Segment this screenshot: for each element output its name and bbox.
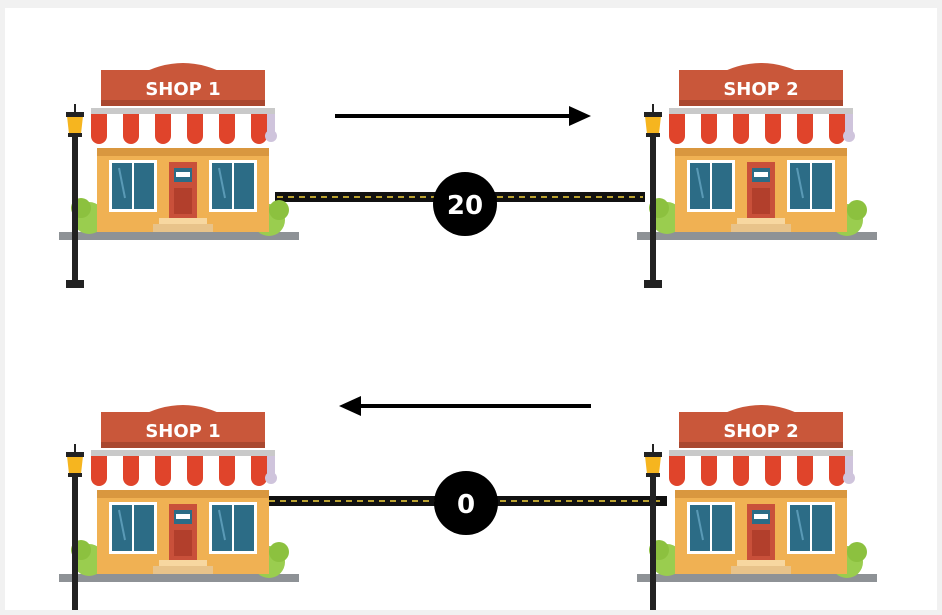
diagram-canvas: SHOP 1 SHOP 2 20 SHOP 1 — [5, 8, 937, 615]
scene-top: SHOP 1 SHOP 2 20 — [58, 62, 878, 288]
shop-2-bottom: SHOP 2 — [636, 404, 878, 583]
lamp-post-icon — [66, 444, 84, 615]
lamp-post-icon — [66, 104, 84, 288]
shop-1-top: SHOP 1 — [58, 62, 300, 241]
arrow-left-icon — [339, 396, 591, 416]
lamp-post-icon — [644, 444, 662, 615]
distance-badge-value: 20 — [447, 191, 483, 221]
distance-badge-top: 20 — [433, 172, 497, 236]
shop-1-sign: SHOP 1 — [145, 421, 220, 442]
shop-1-bottom: SHOP 1 — [58, 404, 300, 583]
shop-2-sign: SHOP 2 — [723, 421, 798, 442]
scene-bottom: SHOP 1 SHOP 2 0 — [58, 396, 878, 615]
shop-2-sign: SHOP 2 — [723, 79, 798, 100]
distance-badge-value: 0 — [457, 490, 475, 520]
shop-2-top: SHOP 2 — [636, 62, 878, 241]
lamp-post-icon — [644, 104, 662, 288]
arrow-right-icon — [335, 106, 591, 126]
distance-badge-bottom: 0 — [434, 471, 498, 535]
shop-1-sign: SHOP 1 — [145, 79, 220, 100]
